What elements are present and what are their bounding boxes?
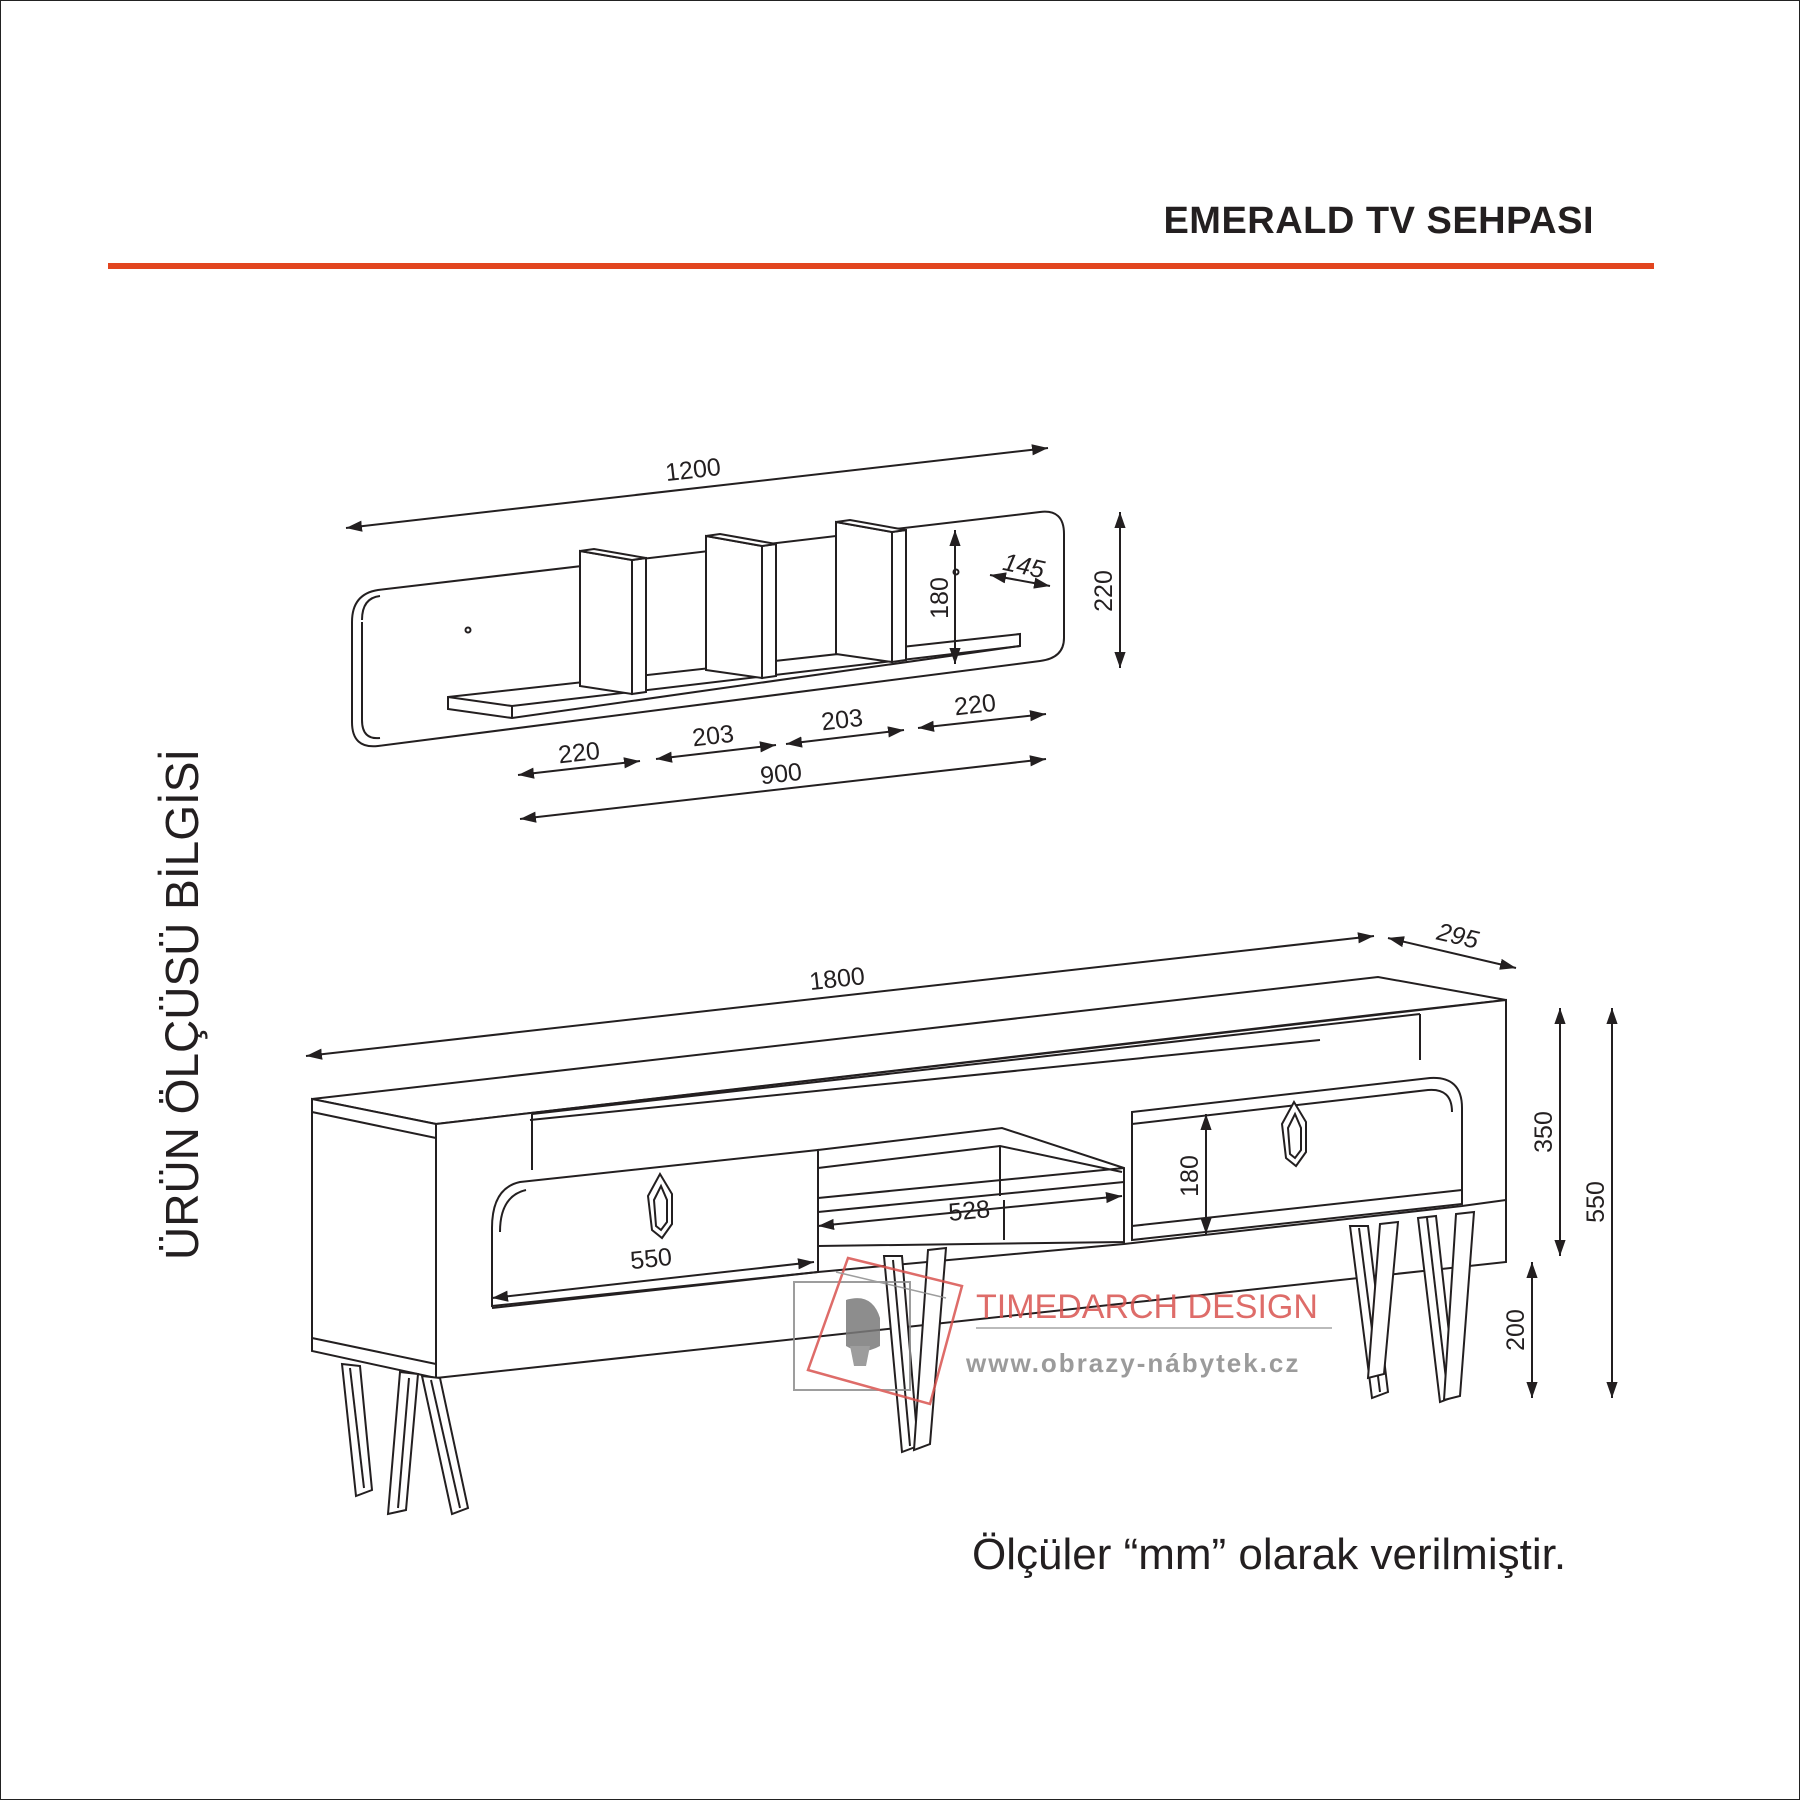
tv-unit-drawing — [311, 975, 1507, 1516]
dim-seg-2: 203 — [691, 720, 736, 753]
shelf-divider-2 — [705, 534, 763, 680]
leg-right-b — [1366, 1220, 1400, 1380]
dim-total-height: 550 — [1582, 1181, 1610, 1223]
watermark-brand: TIMEDARCH DESIGN — [976, 1288, 1318, 1326]
dim-drawer-width: 550 — [629, 1243, 674, 1275]
dim-shelf-width: 1200 — [664, 453, 722, 487]
dim-seg-4: 220 — [953, 689, 998, 722]
unit-legs — [340, 1210, 1476, 1516]
chair-logo-icon — [846, 1298, 880, 1366]
dim-board-width: 900 — [759, 758, 804, 791]
units-footnote: Ölçüler “mm” olarak verilmiştir. — [972, 1530, 1567, 1579]
dim-seg-3: 203 — [820, 704, 865, 737]
dim-body-height: 350 — [1530, 1111, 1558, 1153]
watermark: TIMEDARCH DESIGN www.obrazy-nábytek.cz — [793, 1256, 1332, 1406]
dim-unit-width: 1800 — [808, 962, 866, 996]
shelf-divider-3 — [835, 520, 893, 664]
dim-leg-height: 200 — [1502, 1309, 1530, 1351]
dim-shelf-height: 220 — [1090, 570, 1118, 612]
dim-seg-1: 220 — [557, 737, 602, 770]
leg-center-b — [912, 1246, 948, 1452]
shelf-dimensions: 1200 180 145 220 220 203 203 220 900 — [345, 444, 1126, 823]
leg-right-d — [1442, 1210, 1476, 1402]
dim-niche-height: 180 — [926, 577, 954, 619]
title-accent-rule — [108, 263, 1654, 269]
dim-open-width: 528 — [947, 1195, 991, 1227]
shelf-divider-1 — [579, 549, 633, 696]
product-title: EMERALD TV SEHPASI — [1163, 200, 1594, 242]
dim-unit-depth: 295 — [1433, 918, 1481, 955]
wall-shelf-drawing — [351, 510, 1065, 748]
watermark-url: www.obrazy-nábytek.cz — [965, 1348, 1300, 1378]
dim-drawer-height: 180 — [1176, 1155, 1204, 1197]
mount-hole — [464, 626, 472, 634]
unit-left-side — [311, 1097, 437, 1380]
